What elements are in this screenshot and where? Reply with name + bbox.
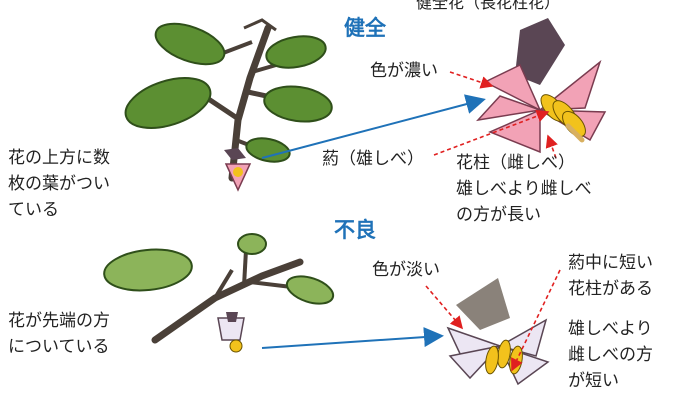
color-pale-label: 色が淡い — [372, 260, 440, 280]
poor-comparison-note: 雄しべより 雌しべの方 が短い — [568, 319, 653, 391]
poor-plant-illustration — [103, 233, 335, 353]
poor-position-note: 花が先端の方 についている — [8, 311, 110, 357]
poor-flower-closeup — [446, 278, 550, 386]
anther-pointer — [433, 109, 550, 156]
short-style-label: 葯中に短い 花柱がある — [568, 253, 653, 299]
style-pointer — [545, 134, 558, 159]
healthy-flower-caption: 健全花（長花柱花） — [416, 0, 561, 12]
color-dark-pointer — [449, 71, 494, 89]
poor-heading: 不良 — [334, 218, 376, 242]
short-style-pointer — [511, 269, 561, 372]
healthy-flower-closeup — [475, 18, 607, 154]
color-pale-pointer — [425, 285, 464, 330]
anther-label: 葯（雄しべ） — [322, 149, 424, 169]
healthy-leaf-note: 花の上方に数 枚の葉がつい ている — [8, 148, 110, 220]
healthy-plant-illustration — [124, 18, 333, 192]
poor-zoom-arrow — [261, 327, 444, 349]
healthy-zoom-arrow — [261, 94, 486, 159]
style-label: 花柱（雌しべ） 雄しべより雌しべ の方が長い — [456, 153, 592, 225]
color-dark-label: 色が濃い — [370, 61, 438, 81]
healthy-heading: 健全 — [344, 16, 386, 40]
